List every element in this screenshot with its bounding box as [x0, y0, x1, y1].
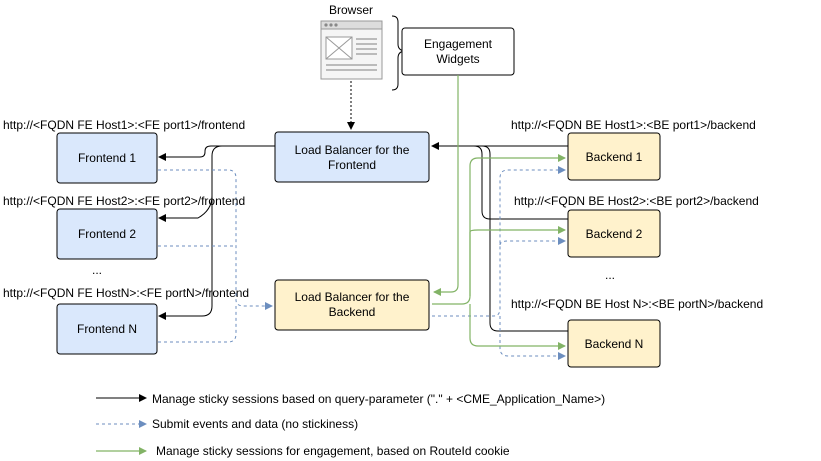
frontend-2-url: http://<FQDN FE Host2>:<FE port2>/fronte… [3, 194, 245, 208]
frontend-1-url: http://<FQDN FE Host1>:<FE port1>/fronte… [3, 118, 245, 132]
backend-1-label: Backend 1 [586, 150, 643, 164]
lb-frontend-line1: Load Balancer for the [295, 143, 410, 157]
frontend-n-label: Frontend N [77, 322, 137, 336]
browser-window-icon [320, 20, 383, 80]
backend-2-url: http://<FQDN BE Host2>:<BE port2>/backen… [514, 194, 759, 208]
backend-2-box: Backend 2 [567, 209, 661, 258]
lb-backend-line2: Backend [329, 305, 376, 319]
engagement-widgets-line1: Engagement [424, 37, 493, 51]
backend-n-url: http://<FQDN BE Host N>:<BE portN>/backe… [511, 297, 763, 311]
legend-events-text: Submit events and data (no stickiness) [152, 417, 358, 431]
sticky-session-connectors [158, 142, 568, 332]
backend-2-label: Backend 2 [586, 227, 643, 241]
backend-ellipsis: ... [605, 268, 615, 282]
lb-frontend-box: Load Balancer for the Frontend [274, 131, 430, 183]
browser-title: Browser [329, 3, 373, 17]
frontend-n-url: http://<FQDN FE HostN>:<FE portN>/fronte… [3, 286, 249, 300]
engagement-widgets-box: Engagement Widgets [401, 27, 515, 76]
backend-n-box: Backend N [567, 319, 661, 368]
frontend-n-box: Frontend N [56, 303, 158, 355]
lb-frontend-line2: Frontend [328, 158, 376, 172]
frontend-1-label: Frontend 1 [78, 151, 136, 165]
event-submission-connectors [158, 166, 566, 360]
frontend-2-box: Frontend 2 [56, 208, 158, 260]
engagement-connectors [432, 75, 566, 350]
backend-n-label: Backend N [585, 337, 644, 351]
frontend-2-label: Frontend 2 [78, 227, 136, 241]
lb-backend-line1: Load Balancer for the [295, 290, 410, 304]
frontend-ellipsis: ... [92, 263, 102, 277]
lb-backend-box: Load Balancer for the Backend [274, 279, 430, 331]
backend-1-url: http://<FQDN BE Host1>:<BE port1>/backen… [511, 118, 756, 132]
legend-sticky-text: Manage sticky sessions based on query-pa… [152, 392, 605, 406]
backend-1-box: Backend 1 [567, 132, 661, 181]
frontend-1-box: Frontend 1 [56, 132, 158, 184]
engagement-widgets-line2: Widgets [436, 52, 479, 66]
legend: Manage sticky sessions based on query-pa… [96, 392, 605, 458]
legend-engagement-text: Manage sticky sessions for engagement, b… [156, 444, 510, 458]
